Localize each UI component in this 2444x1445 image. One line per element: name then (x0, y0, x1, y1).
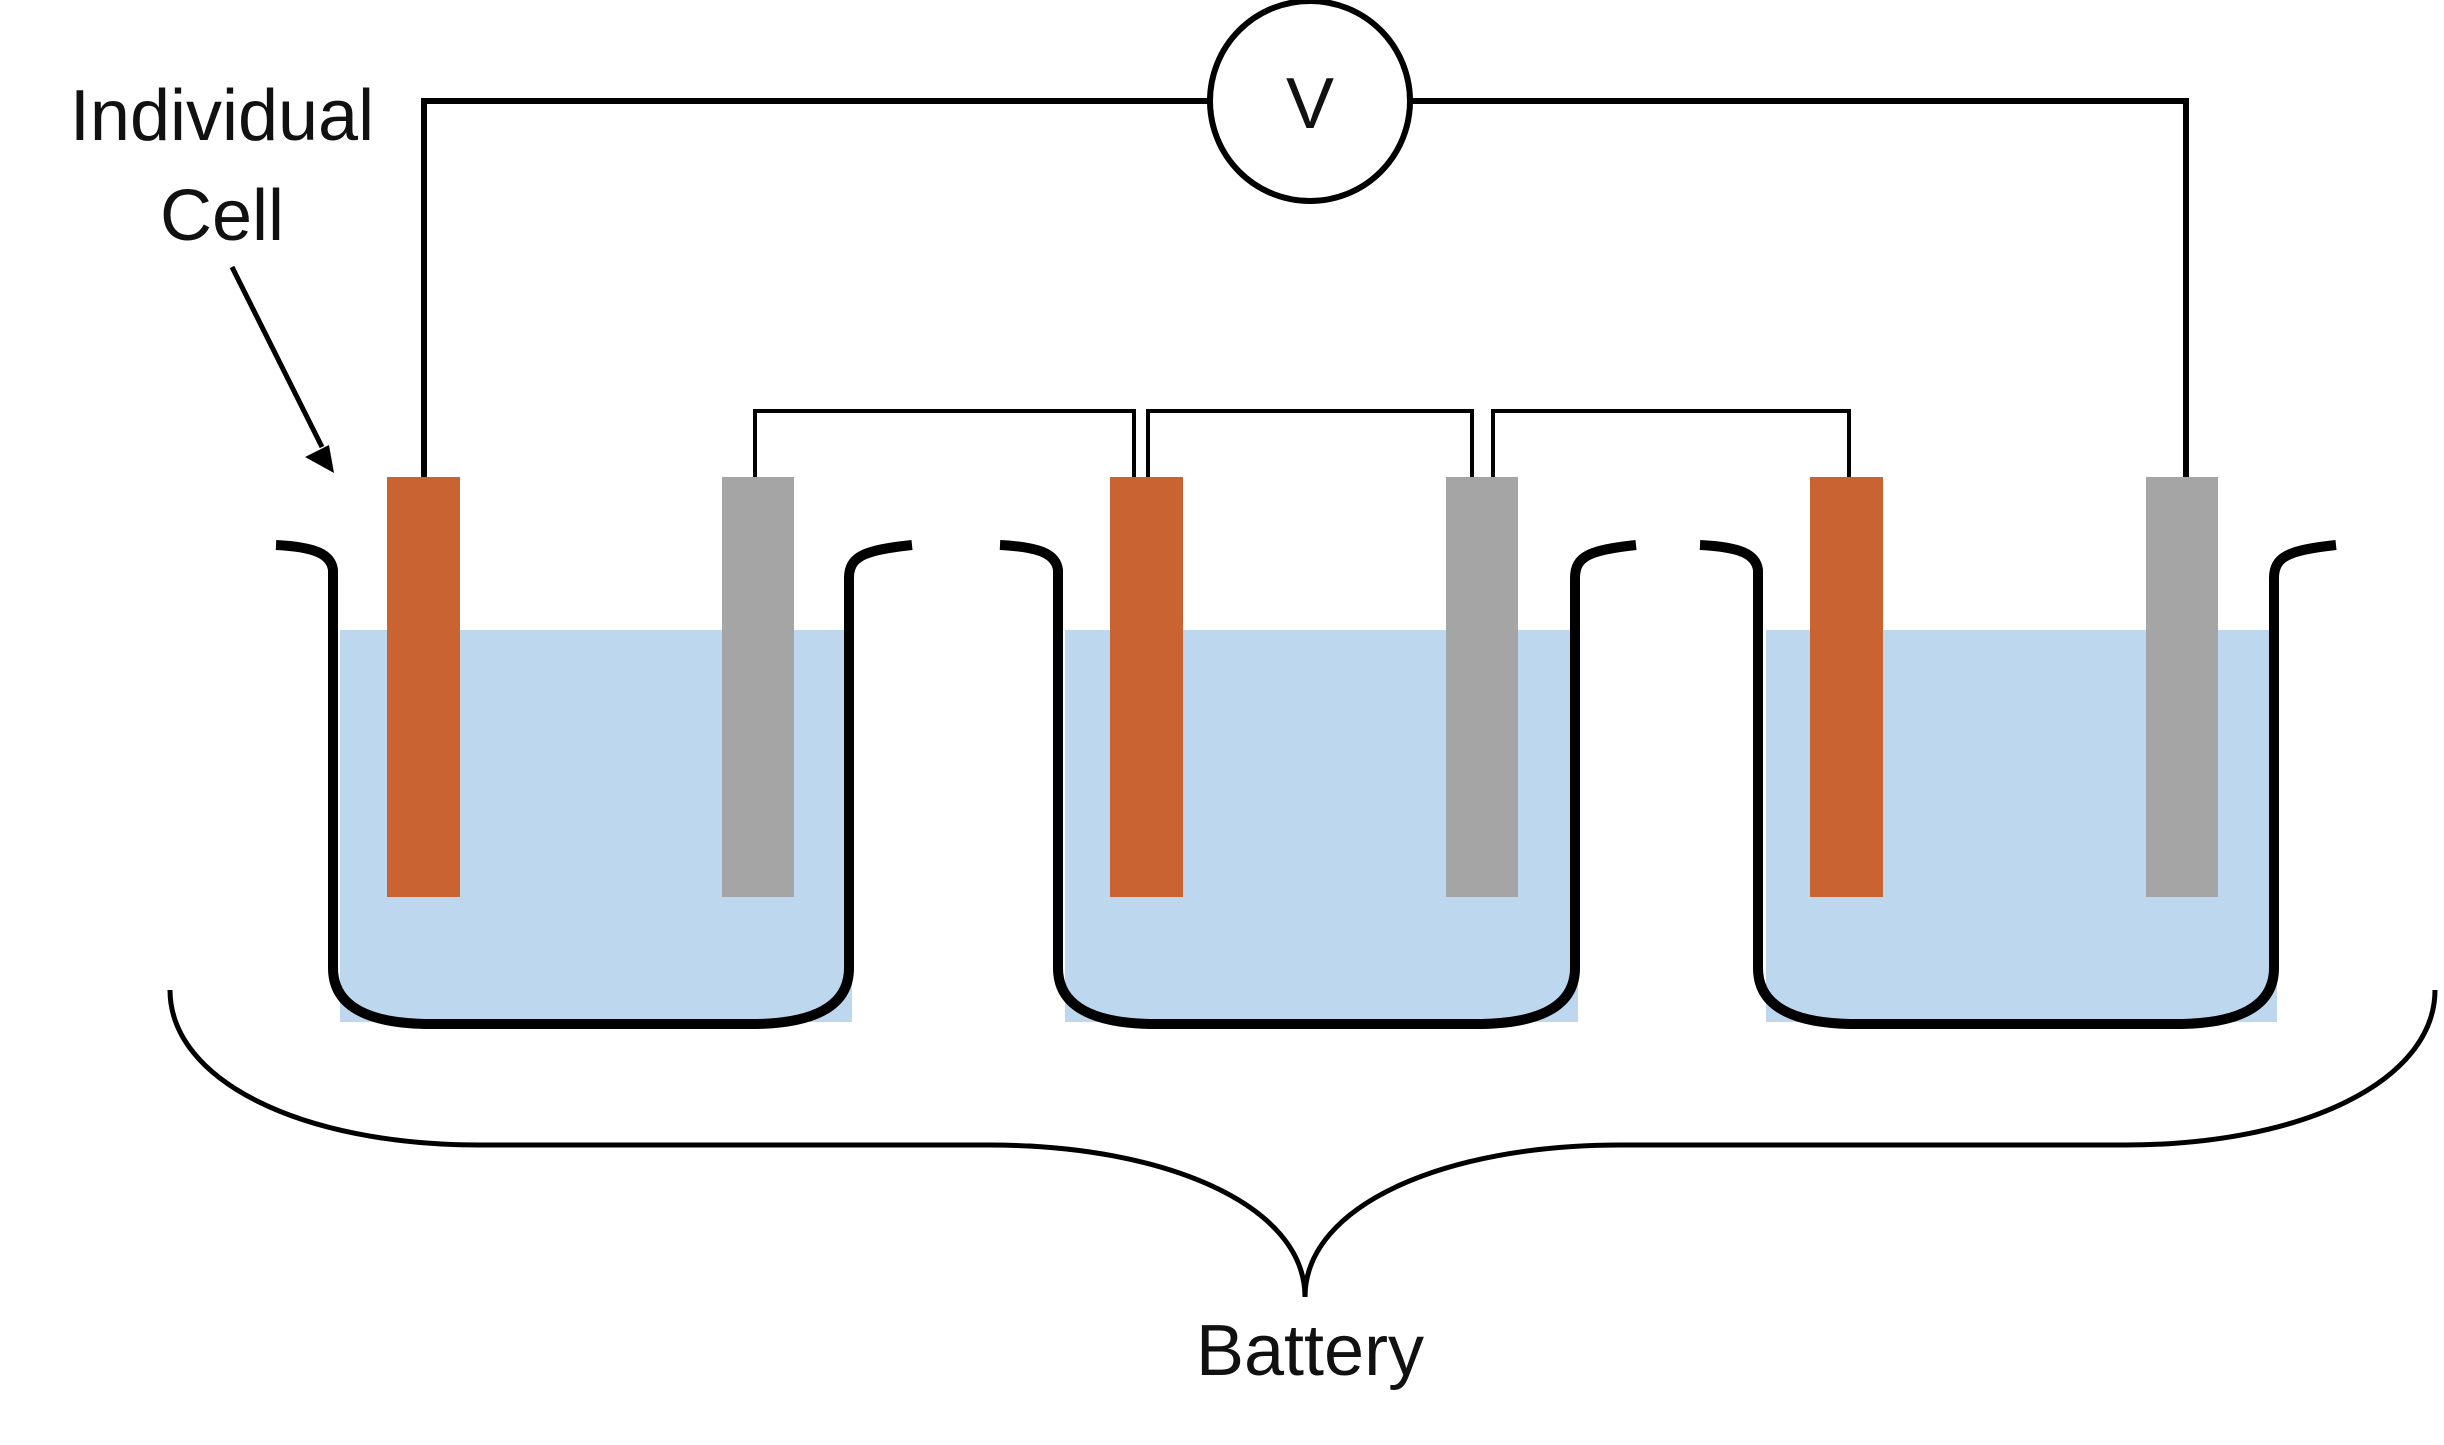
wire-cell1-to-cell2 (753, 409, 1136, 477)
beaker-1 (275, 540, 913, 1029)
wire-voltmeter-to-right (1411, 98, 2189, 477)
anode-electrode-3 (1810, 477, 1883, 897)
callout-arrow-line (229, 265, 325, 449)
voltmeter (1207, 0, 1413, 204)
cathode-electrode-2 (1446, 477, 1518, 897)
individual-cell-label-line1: Individual (70, 76, 374, 156)
anode-electrode-1 (387, 477, 460, 897)
battery-label: Battery (1196, 1311, 1424, 1391)
individual-cell-callout: Individual Cell (70, 76, 374, 473)
beaker-3 (1699, 540, 2337, 1029)
series-wires (753, 409, 1851, 477)
individual-cell-label-line2: Cell (160, 176, 284, 256)
cathode-electrode-1 (722, 477, 794, 897)
wire-left-to-voltmeter (421, 98, 1209, 477)
beaker-2 (999, 540, 1637, 1029)
cathode-electrode-3 (2146, 477, 2218, 897)
anode-electrode-2 (1110, 477, 1183, 897)
wire-cell2-to-cell3 (1491, 409, 1851, 477)
cell-2 (999, 477, 1637, 1029)
callout-arrowhead (305, 445, 334, 473)
cell-1 (275, 477, 913, 1029)
cell-3 (1699, 477, 2337, 1029)
voltmeter-circuit: V (421, 0, 2189, 477)
battery-brace (167, 989, 2438, 1298)
wire-cell2-internal (1146, 409, 1474, 477)
voltmeter-label: V (1286, 64, 1334, 144)
